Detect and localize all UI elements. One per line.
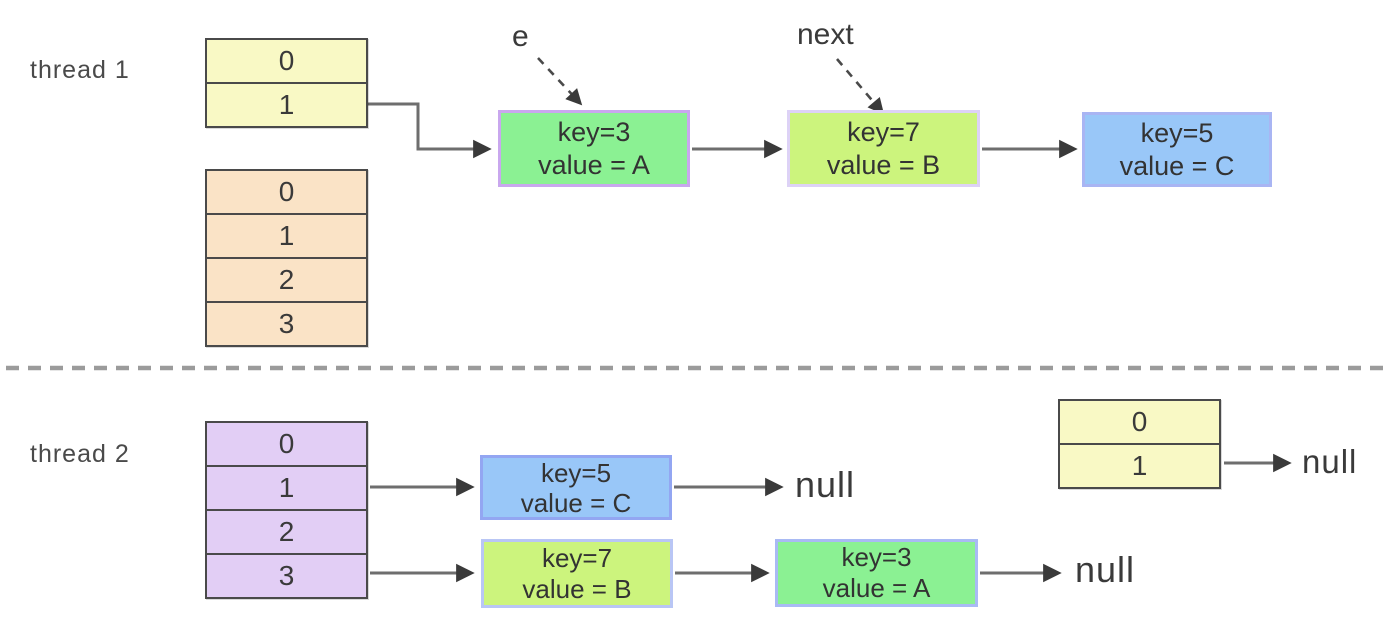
- node-thread2-key7: key=7 value = B: [481, 539, 673, 608]
- next-pointer-arrow: [836, 58, 885, 115]
- node-key-text: key=3: [841, 542, 912, 572]
- null-after-key3: null: [1075, 549, 1136, 590]
- node-thread1-key3: key=3 value = A: [498, 110, 690, 187]
- bucket-cell: 0: [207, 40, 366, 82]
- node-value-text: value = B: [826, 149, 941, 180]
- bucket-cell: 1: [207, 82, 366, 126]
- bucket-cell: 2: [207, 257, 366, 301]
- bucket-cell: 1: [1060, 443, 1219, 487]
- bucket-cell: 2: [207, 509, 366, 553]
- thread2-bucket-table: 0 1 2 3: [205, 421, 368, 599]
- node-value-text: value = B: [522, 573, 632, 604]
- next-pointer-label: next: [797, 18, 854, 51]
- node-key-text: key=3: [557, 116, 631, 147]
- node-thread1-key5: key=5 value = C: [1082, 112, 1272, 187]
- bucket-cell: 0: [207, 171, 366, 213]
- thread1-old-bucket-table: 0 1 2 3: [205, 169, 368, 347]
- bucket-cell: 0: [1060, 401, 1219, 443]
- node-thread2-key5: key=5 value = C: [480, 455, 672, 520]
- bucket-cell: 1: [207, 465, 366, 509]
- thread1-new-bucket-table: 0 1: [205, 38, 368, 128]
- bucket-cell: 1: [207, 213, 366, 257]
- null-after-thread2-new-table: null: [1302, 443, 1358, 480]
- bucket-cell: 0: [207, 423, 366, 465]
- node-key-text: key=5: [1140, 117, 1214, 148]
- node-key-text: key=7: [541, 542, 613, 573]
- thread2-label: thread 2: [30, 440, 130, 468]
- thread2-new-bucket-table: 0 1: [1058, 399, 1221, 489]
- null-after-key5: null: [795, 464, 856, 505]
- node-value-text: value = A: [822, 573, 931, 603]
- node-thread2-key3: key=3 value = A: [775, 539, 978, 607]
- arrow-thread1-bucket1-to-key3: [368, 102, 492, 159]
- node-key-text: key=5: [540, 457, 612, 488]
- bucket-cell: 3: [207, 553, 366, 597]
- e-pointer-arrow: [537, 57, 583, 106]
- bucket-cell: 3: [207, 301, 366, 345]
- node-value-text: value = C: [520, 487, 632, 518]
- node-key-text: key=7: [847, 116, 920, 147]
- node-thread1-key7: key=7 value = B: [787, 110, 980, 187]
- node-value-text: value = A: [538, 149, 650, 180]
- node-value-text: value = C: [1119, 150, 1235, 181]
- thread1-label: thread 1: [30, 56, 130, 84]
- e-pointer-label: e: [512, 20, 529, 53]
